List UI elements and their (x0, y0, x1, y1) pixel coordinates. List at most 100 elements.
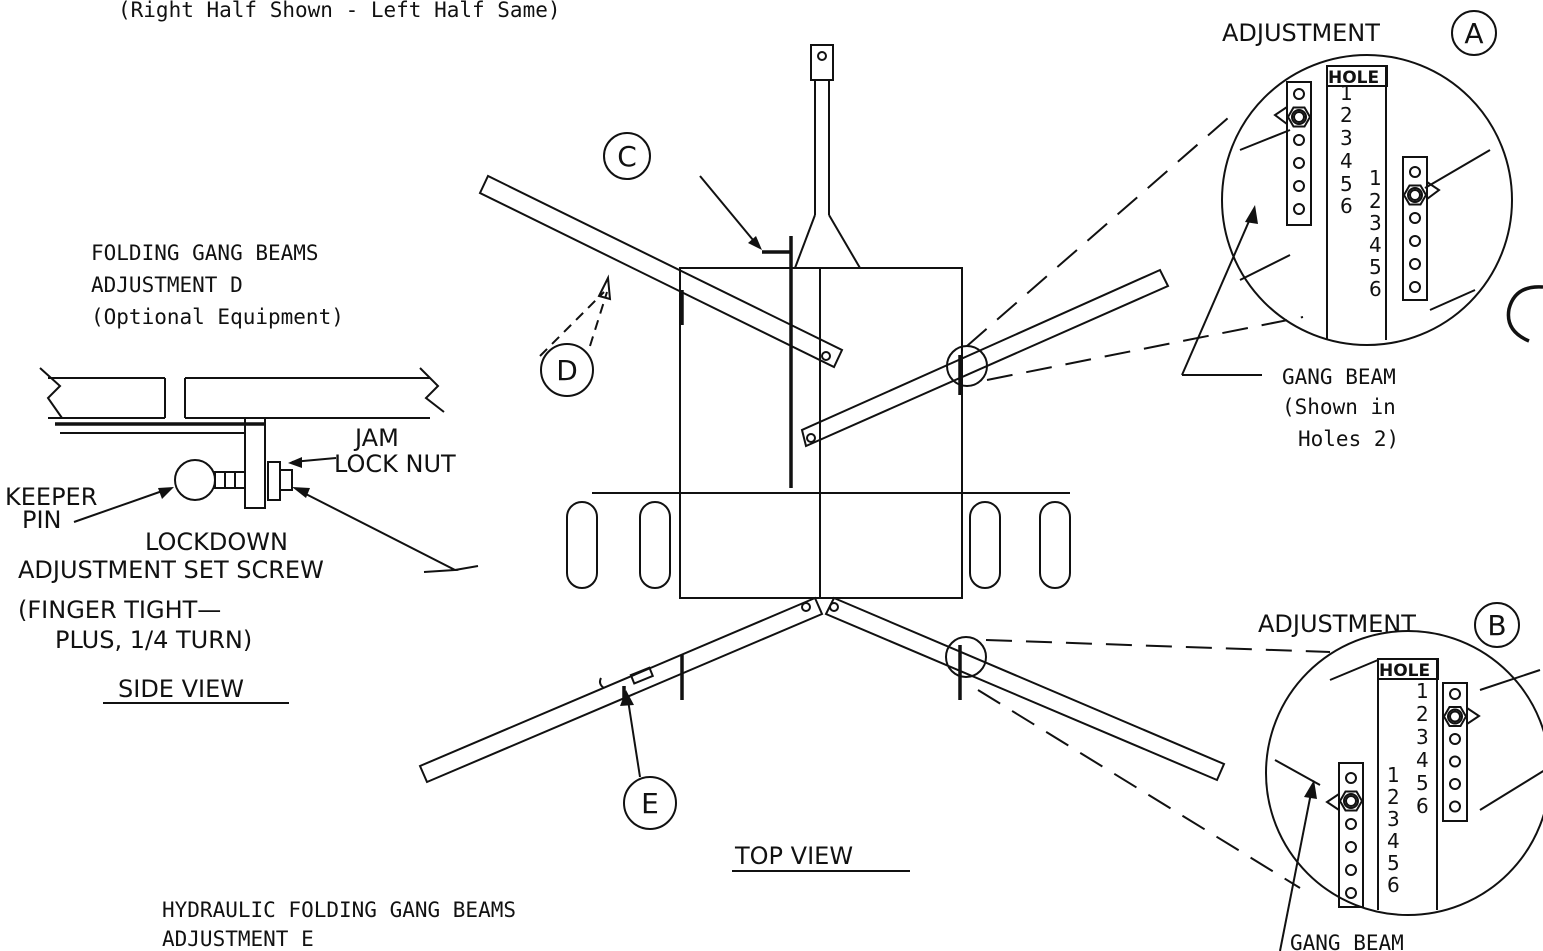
svg-text:HOLE: HOLE (1328, 68, 1379, 88)
svg-text:Holes 2): Holes 2) (1298, 427, 1399, 451)
svg-text:2: 2 (1369, 189, 1382, 213)
adj-a-left-hole (1293, 88, 1305, 100)
svg-text:4: 4 (1369, 233, 1382, 257)
svg-text:ADJUSTMENT D: ADJUSTMENT D (91, 273, 243, 297)
svg-text:4: 4 (1416, 748, 1429, 772)
svg-text:(Shown in: (Shown in (1282, 395, 1396, 419)
adj-b-left-hole (1345, 772, 1357, 784)
svg-text:1: 1 (1369, 166, 1382, 190)
adj-a-right-hole (1409, 281, 1421, 293)
svg-text:D: D (556, 354, 578, 387)
gang-beam-front-right (800, 268, 1170, 448)
adj-a-right-hole (1409, 212, 1421, 224)
svg-text:1: 1 (1340, 81, 1353, 105)
adj-b-left-hole (1345, 818, 1357, 830)
adj-b-right-hole (1449, 710, 1461, 723)
svg-text:(Optional Equipment): (Optional Equipment) (91, 305, 344, 329)
svg-text:3: 3 (1369, 211, 1382, 235)
adj-b-right-bolt-nut (1442, 706, 1468, 727)
svg-text:5: 5 (1416, 771, 1429, 795)
svg-text:5: 5 (1387, 851, 1400, 875)
svg-text:2: 2 (1340, 103, 1353, 127)
svg-text:KEEPER: KEEPER (5, 483, 97, 511)
svg-text:4: 4 (1387, 829, 1400, 853)
adj-a-left-hole (1293, 180, 1305, 192)
callout-d: D (539, 274, 612, 397)
gang-beam-rear-right (824, 596, 1226, 782)
top-view-label: TOP VIEW (734, 842, 853, 870)
wheel-right-outer (1039, 501, 1071, 589)
callout-c: C (603, 132, 651, 180)
svg-text:3: 3 (1416, 725, 1429, 749)
svg-text:1: 1 (1416, 679, 1429, 703)
hitch-pin-hole (817, 51, 827, 61)
hydraulic-section: HYDRAULIC FOLDING GANG BEAMS ADJUSTMENT … (162, 898, 516, 951)
svg-text:B: B (1487, 609, 1506, 642)
svg-text:6: 6 (1369, 277, 1382, 301)
svg-text:JAM: JAM (353, 424, 399, 452)
svg-text:4: 4 (1340, 149, 1353, 173)
svg-text:3: 3 (1387, 807, 1400, 831)
svg-text:3: 3 (1340, 126, 1353, 150)
keeper-pin-circle (174, 459, 216, 501)
adj-b-right-hole (1449, 733, 1461, 745)
folding-section: FOLDING GANG BEAMS ADJUSTMENT D (Optiona… (5, 241, 479, 704)
adj-a-left-hole (1293, 111, 1305, 123)
svg-text:HOLE: HOLE (1379, 661, 1430, 681)
detail-circle-a (1221, 54, 1513, 346)
adj-a-right-hole (1409, 166, 1421, 178)
svg-text:ADJUSTMENT E: ADJUSTMENT E (162, 927, 314, 951)
adj-a-left-hole (1293, 203, 1305, 215)
wheel-left-outer (566, 501, 598, 589)
svg-text:6: 6 (1416, 794, 1429, 818)
adj-b-left-hole (1345, 841, 1357, 853)
adjustment-b-label: ADJUSTMENT (1258, 610, 1416, 638)
svg-text:C: C (617, 140, 637, 173)
header-note: (Right Half Shown - Left Half Same) (118, 0, 561, 22)
adj-b-right-hole (1449, 755, 1461, 768)
svg-text:A: A (1464, 17, 1483, 50)
adj-a-right-bolt-nut (1402, 184, 1428, 206)
adj-a-left-hole (1293, 157, 1305, 169)
svg-text:PLUS, 1/4 TURN): PLUS, 1/4 TURN) (55, 626, 252, 654)
edge-mark (1506, 285, 1543, 343)
svg-text:5: 5 (1340, 172, 1353, 196)
adj-a-right-hole (1409, 189, 1421, 201)
adj-a-right-hole (1409, 258, 1421, 270)
adj-a-left-hole (1293, 134, 1305, 146)
svg-text:SIDE VIEW: SIDE VIEW (118, 675, 244, 703)
svg-text:GANG BEAM: GANG BEAM (1290, 931, 1404, 951)
adj-a-right-hole (1409, 235, 1421, 247)
wheel-right-inner (969, 501, 1001, 589)
detail-marker-b (945, 636, 987, 678)
svg-text:PIN: PIN (22, 506, 62, 534)
hitch-clevis (810, 44, 834, 81)
svg-text:FOLDING GANG BEAMS: FOLDING GANG BEAMS (91, 241, 319, 265)
top-view-frame (566, 44, 1071, 700)
svg-text:LOCKDOWN: LOCKDOWN (145, 528, 288, 556)
svg-text:1: 1 (1387, 763, 1400, 787)
svg-text:6: 6 (1340, 194, 1353, 218)
detail-circle-b (1265, 630, 1543, 916)
adjustment-a-detail: ADJUSTMENT A HOLE 1 2 3 4 5 6 1 2 3 4 (1181, 10, 1513, 451)
adj-b-right-hole (1449, 688, 1461, 700)
svg-text:ADJUSTMENT SET SCREW: ADJUSTMENT SET SCREW (18, 556, 324, 584)
adj-b-left-hole (1345, 795, 1357, 807)
svg-text:GANG BEAM: GANG BEAM (1282, 365, 1396, 389)
svg-text:E: E (641, 787, 659, 820)
wheel-left-inner (639, 501, 671, 589)
svg-text:5: 5 (1369, 255, 1382, 279)
callout-e: E (620, 690, 677, 830)
svg-text:2: 2 (1387, 785, 1400, 809)
adjustment-b-detail: ADJUSTMENT B HOLE 1 2 3 4 5 6 1 2 3 4 5 (1258, 602, 1543, 951)
svg-text:HYDRAULIC FOLDING GANG BEAMS: HYDRAULIC FOLDING GANG BEAMS (162, 898, 516, 922)
adj-b-left-hole (1345, 887, 1357, 899)
svg-text:(FINGER TIGHT—: (FINGER TIGHT— (18, 596, 221, 624)
adj-b-left-hole (1345, 864, 1357, 876)
svg-text:2: 2 (1416, 702, 1429, 726)
svg-text:LOCK NUT: LOCK NUT (334, 450, 456, 478)
adjustment-a-label: ADJUSTMENT (1222, 19, 1380, 47)
adj-b-right-hole (1449, 778, 1461, 790)
